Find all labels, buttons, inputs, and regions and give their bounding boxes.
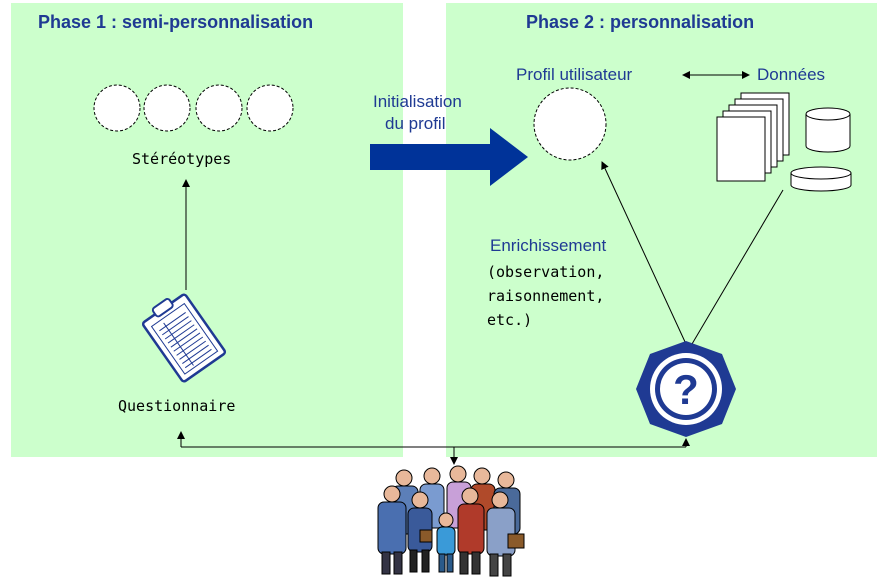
feedback-connectors — [177, 431, 690, 465]
stereotype-circle — [246, 84, 294, 132]
question-to-profile-arrow — [601, 161, 687, 345]
initialisation-arrow — [370, 128, 528, 186]
enrichment-note: raisonnement, — [487, 287, 605, 305]
stereotype-circle — [143, 84, 191, 132]
profile-circle — [533, 87, 607, 161]
enrichment-notes: (observation, raisonnement, etc.) — [487, 260, 604, 332]
people-group-icon — [377, 465, 525, 577]
enrichment-title: Enrichissement — [490, 236, 607, 255]
phase1-title: Phase 1 : semi-personnalisation — [38, 12, 314, 32]
enrichment-note: etc.) — [487, 311, 533, 329]
questionnaire-label: Questionnaire — [118, 397, 236, 415]
svg-text:?: ? — [673, 366, 699, 413]
data-store-label: Données — [757, 65, 826, 84]
clipboard-icon — [141, 293, 227, 383]
stereotypes-label: Stéréotypes — [132, 150, 232, 168]
documents-icon — [716, 92, 790, 182]
stereotype-circle — [195, 84, 243, 132]
phase2-title: Phase 2 : personnalisation — [526, 12, 755, 32]
question-to-data-line — [691, 189, 784, 345]
phase1-panel — [11, 3, 403, 457]
transition-label-line2: du profil — [385, 114, 446, 133]
stereotype-circles — [93, 84, 294, 132]
profile-label: Profil utilisateur — [516, 65, 633, 84]
enrichment-note: (observation, — [487, 263, 605, 281]
stereotype-circle — [93, 84, 141, 132]
transition-label-line1: Initialisation — [373, 92, 462, 111]
question-mark-icon: ? — [636, 341, 736, 437]
database-icon — [790, 107, 852, 192]
